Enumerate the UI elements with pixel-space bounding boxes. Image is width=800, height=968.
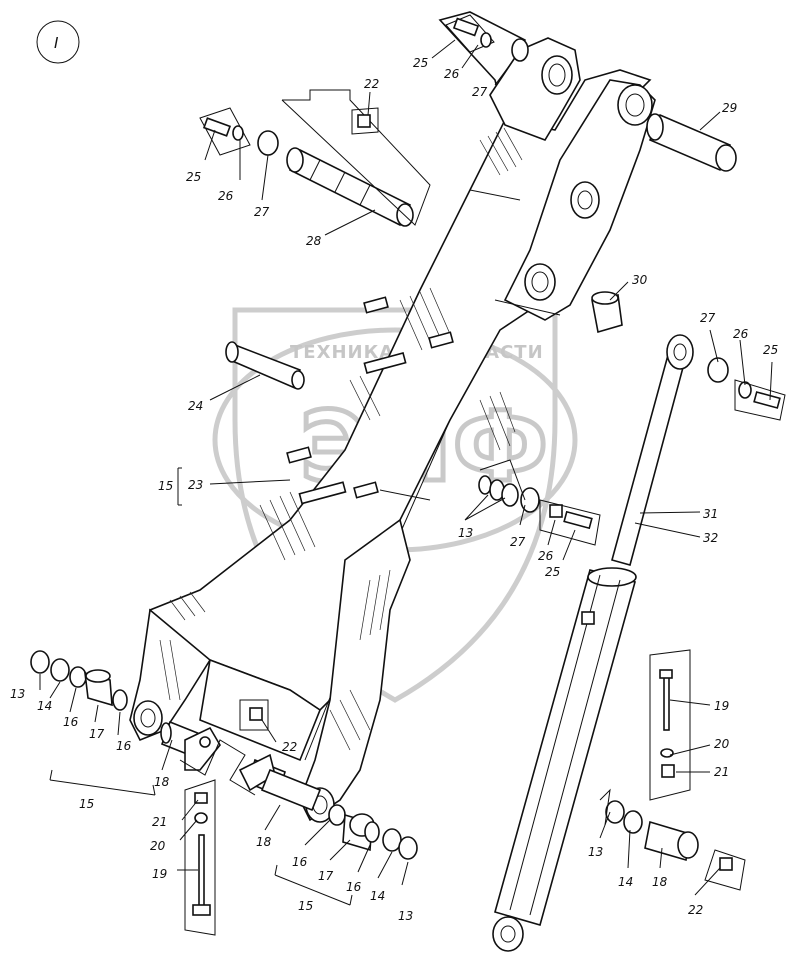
callout-25: 25 (763, 343, 778, 357)
callout-13: 13 (458, 526, 473, 540)
callout-26: 26 (538, 549, 554, 563)
callout-18: 18 (154, 775, 170, 789)
callout-19: 19 (714, 699, 729, 713)
hardware-lower-left (30, 650, 322, 936)
callout-26: 26 (444, 67, 460, 81)
leader-lines (39, 39, 773, 906)
callout-17: 17 (89, 727, 105, 741)
callout-15: 15 (298, 899, 313, 913)
callout-27: 27 (254, 205, 270, 219)
callout-27: 27 (472, 85, 488, 99)
callout-16: 16 (116, 739, 132, 753)
callout-24: 24 (188, 399, 203, 413)
callout-17: 17 (318, 869, 334, 883)
view-marker: I (36, 20, 80, 64)
callout-31: 31 (703, 507, 718, 521)
view-label: I (54, 34, 59, 52)
callout-15: 15 (158, 479, 173, 493)
pin-24 (225, 341, 305, 390)
callout-29: 29 (722, 101, 737, 115)
callout-19: 19 (152, 867, 167, 881)
callout-25: 25 (413, 56, 428, 70)
callout-13: 13 (588, 845, 603, 859)
pin-28 (281, 89, 431, 227)
callout-14: 14 (370, 889, 385, 903)
callout-14: 14 (37, 699, 52, 713)
callout-25: 25 (186, 170, 201, 184)
callout-16: 16 (346, 880, 362, 894)
callout-18: 18 (256, 835, 272, 849)
callout-14: 14 (618, 875, 633, 889)
callout-20: 20 (150, 839, 166, 853)
hardware-middle (478, 459, 601, 546)
callout-13: 13 (10, 687, 25, 701)
boom-arm (129, 11, 656, 823)
callout-22: 22 (364, 77, 379, 91)
callout-22: 22 (688, 903, 703, 917)
callout-30: 30 (632, 273, 648, 287)
callout-21: 21 (152, 815, 167, 829)
hardware-lower-right (605, 649, 746, 891)
pin-29 (646, 113, 737, 172)
callout-16: 16 (63, 715, 79, 729)
hardware-top (199, 14, 786, 421)
hydraulic-cylinder (492, 334, 694, 952)
callout-13: 13 (398, 909, 413, 923)
callout-26: 26 (733, 327, 749, 341)
hardware-lower-center (328, 804, 418, 860)
callout-32: 32 (703, 531, 718, 545)
callout-21: 21 (714, 765, 729, 779)
callout-16: 16 (292, 855, 308, 869)
callout-27: 27 (700, 311, 716, 325)
callout-23: 23 (188, 478, 203, 492)
callout-25: 25 (545, 565, 560, 579)
callout-18: 18 (652, 875, 668, 889)
callout-26: 26 (218, 189, 234, 203)
boom-hatching (159, 127, 523, 751)
callout-15: 15 (79, 797, 94, 811)
callout-labels: 25 26 27 22 25 26 27 28 29 30 27 26 25 2… (10, 56, 778, 923)
bushing-30 (591, 291, 623, 334)
callout-22: 22 (282, 740, 297, 754)
callout-20: 20 (714, 737, 730, 751)
callout-28: 28 (306, 234, 322, 248)
callout-27: 27 (510, 535, 526, 549)
